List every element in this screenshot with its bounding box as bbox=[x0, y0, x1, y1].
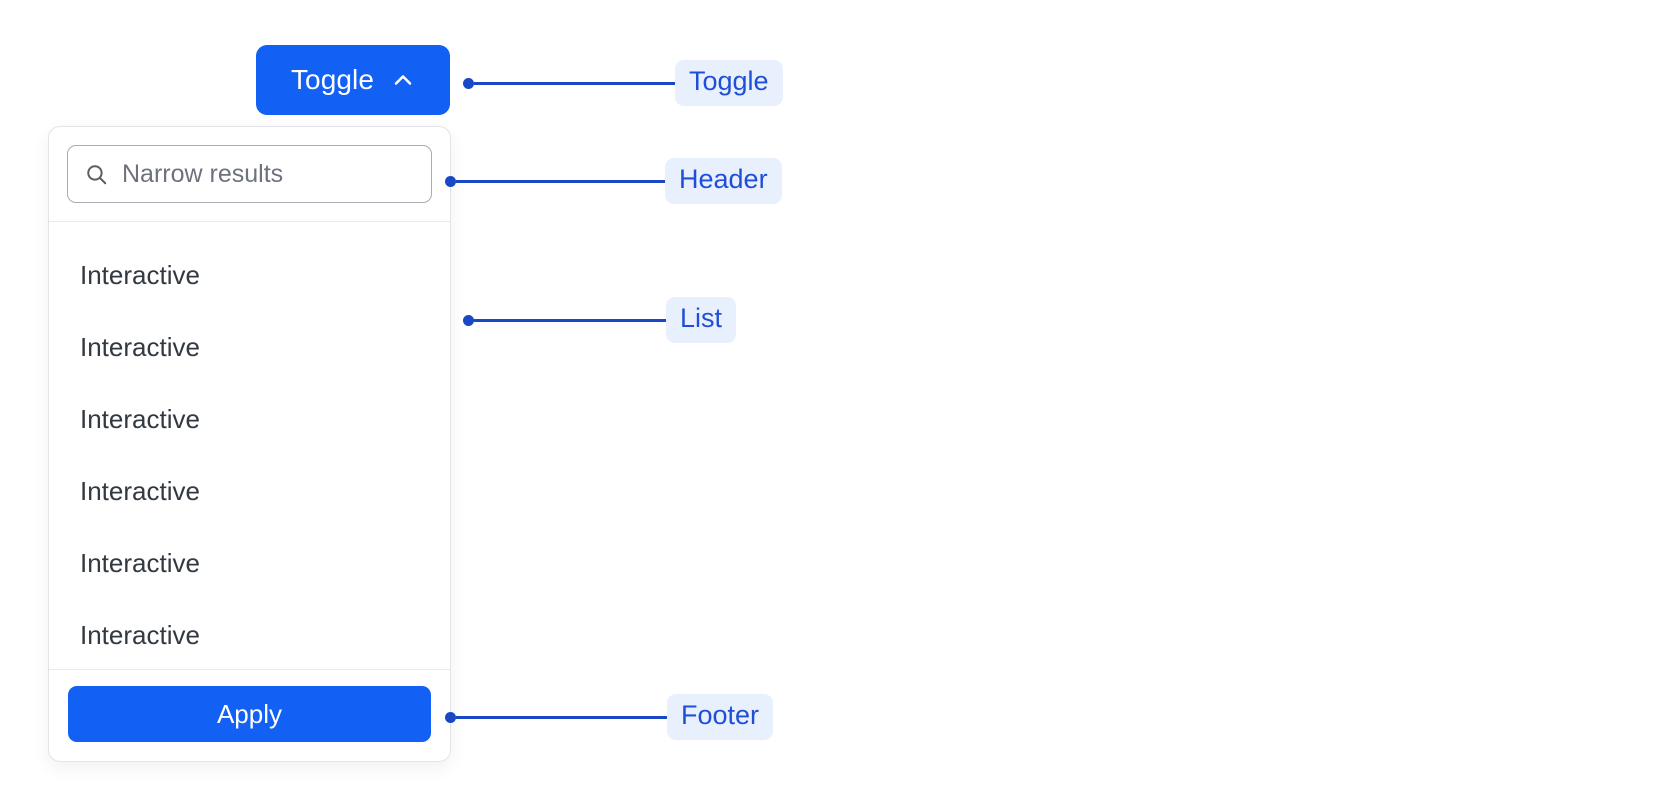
list-item-label: Interactive bbox=[80, 619, 200, 650]
dropdown-header bbox=[49, 127, 450, 222]
callout-label-header: Header bbox=[665, 157, 782, 205]
callout-dot-icon bbox=[445, 175, 456, 187]
list-item[interactable]: Interactive bbox=[49, 527, 450, 599]
list-item-label: Interactive bbox=[80, 331, 200, 362]
callout-label-toggle: Toggle bbox=[675, 59, 783, 107]
list-item-label: Interactive bbox=[80, 259, 200, 290]
list-item[interactable]: Interactive bbox=[49, 599, 450, 669]
apply-button[interactable]: Apply bbox=[68, 686, 431, 742]
list-item[interactable]: Interactive bbox=[49, 383, 450, 455]
search-icon bbox=[84, 162, 109, 187]
list-item-label: Interactive bbox=[80, 403, 200, 434]
search-box[interactable] bbox=[67, 145, 432, 203]
callout-label-footer: Footer bbox=[667, 693, 774, 741]
callout-dot-icon bbox=[445, 711, 456, 723]
list-item[interactable]: Interactive bbox=[49, 311, 450, 383]
chevron-up-icon bbox=[391, 68, 415, 92]
list-item-label: Interactive bbox=[80, 547, 200, 578]
toggle-button-label: Toggle bbox=[290, 64, 375, 95]
dropdown-panel: Interactive Interactive Interactive Inte… bbox=[48, 126, 451, 762]
list-item-label: Interactive bbox=[80, 475, 200, 506]
callout-dot-icon bbox=[463, 77, 474, 89]
dropdown-list: Interactive Interactive Interactive Inte… bbox=[49, 222, 450, 669]
callout-leader-line bbox=[456, 715, 667, 719]
search-input[interactable] bbox=[122, 159, 415, 189]
list-item[interactable]: Interactive bbox=[49, 455, 450, 527]
callout-leader-line bbox=[474, 81, 675, 85]
callout-leader-line bbox=[456, 179, 665, 183]
dropdown-footer: Apply bbox=[49, 669, 450, 761]
callout-dot-icon bbox=[463, 314, 474, 326]
list-item[interactable]: Interactive bbox=[49, 239, 450, 311]
callout-leader-line bbox=[474, 318, 666, 322]
callout-label-list: List bbox=[666, 296, 737, 344]
toggle-button[interactable]: Toggle bbox=[256, 45, 450, 115]
